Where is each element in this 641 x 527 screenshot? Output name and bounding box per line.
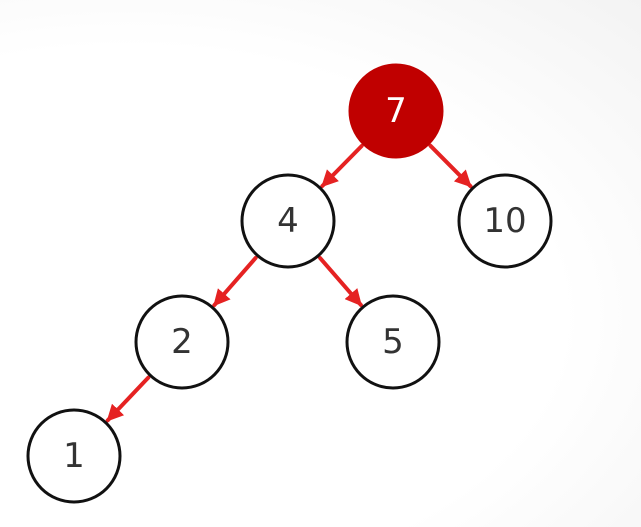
edge-arrow-n4-n2 xyxy=(212,255,258,308)
node-circle xyxy=(26,408,122,504)
tree-node-5: 5 xyxy=(345,294,441,390)
node-label: 10 xyxy=(483,201,526,241)
node-circle xyxy=(345,294,441,390)
edge-arrow-n4-n5 xyxy=(318,256,363,307)
node-label: 2 xyxy=(171,322,193,362)
edge-arrow-n2-n1 xyxy=(105,375,151,423)
edge-arrow-n7-n4 xyxy=(320,143,364,189)
tree-node-10: 10 xyxy=(457,173,553,269)
node-label: 5 xyxy=(382,322,404,362)
node-label: 7 xyxy=(385,91,407,131)
node-circle xyxy=(457,173,553,269)
tree-node-4: 4 xyxy=(240,173,336,269)
tree-node-2: 2 xyxy=(134,294,230,390)
nodes-layer: 7 4 10 2 5 1 xyxy=(26,63,553,504)
node-label: 4 xyxy=(277,201,299,241)
tree-node-1: 1 xyxy=(26,408,122,504)
edges-layer xyxy=(105,143,473,423)
node-circle xyxy=(134,294,230,390)
node-circle xyxy=(240,173,336,269)
node-circle xyxy=(348,63,444,159)
node-label: 1 xyxy=(63,436,85,476)
edge-arrow-n7-n10 xyxy=(428,143,473,189)
tree-node-7: 7 xyxy=(348,63,444,159)
